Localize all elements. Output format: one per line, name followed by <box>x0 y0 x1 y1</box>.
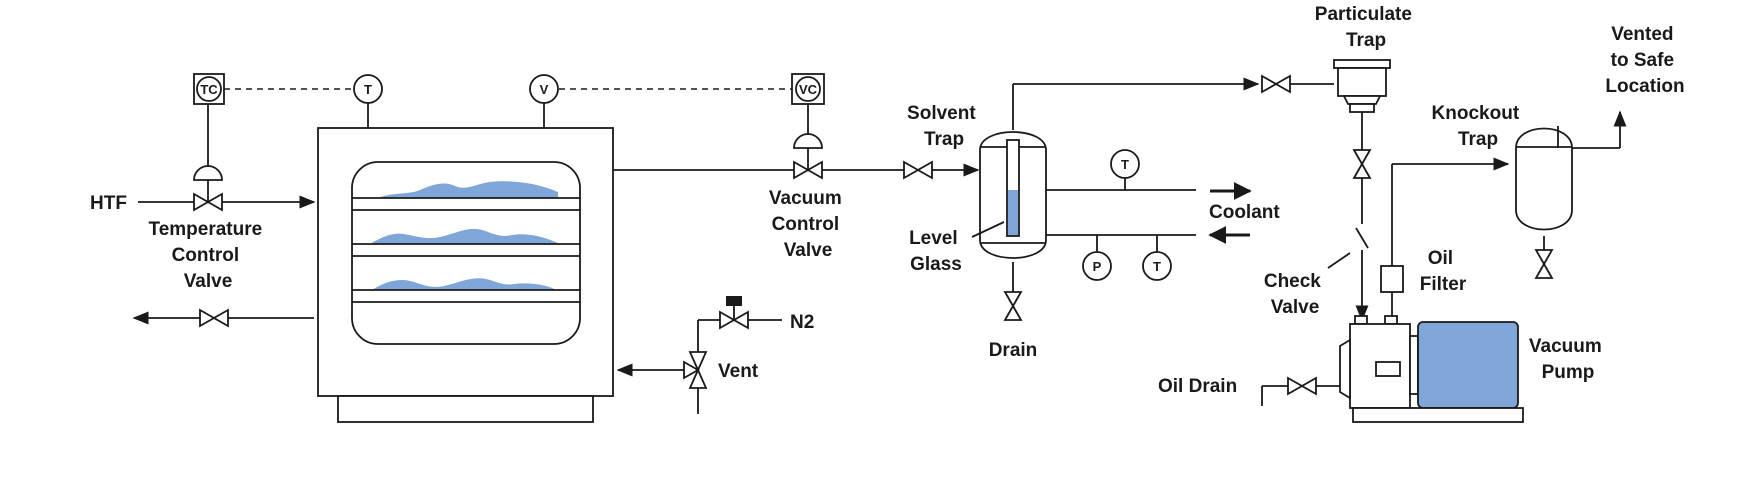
vacuum-pump-label: Vacuum Pump <box>1529 336 1607 383</box>
vent-valve <box>616 351 708 414</box>
check-valve <box>1327 227 1369 322</box>
svg-text:T: T <box>1153 259 1161 274</box>
vent-to-safe-line <box>1557 110 1627 149</box>
particulate-trap-label: Particulate Trap <box>1315 4 1417 51</box>
shelf-3 <box>352 278 580 303</box>
vacuum-control-valve-label: Vacuum Control Valve <box>769 188 847 261</box>
solvent-trap-label: Solvent Trap <box>907 103 981 150</box>
n2-label: N2 <box>790 312 814 333</box>
vacuum-gauge: V <box>529 74 559 128</box>
oil-filter <box>1380 157 1510 316</box>
temperature-gauge-chamber: T <box>353 74 383 128</box>
coolant-lines <box>1046 182 1252 244</box>
vc-label: VC <box>799 82 818 97</box>
tc-label: TC <box>200 82 218 97</box>
n2-line <box>697 296 782 352</box>
htf-inlet-line: HTF <box>90 193 316 214</box>
shelf-2 <box>352 228 580 257</box>
pressure-gauge-coolant: P <box>1082 235 1112 281</box>
pump-suction-line <box>1352 112 1372 224</box>
coolant-label: Coolant <box>1209 202 1280 223</box>
level-glass-label: Level Glass <box>909 228 963 275</box>
vented-label: Vented to Safe Location <box>1605 24 1684 97</box>
line-to-particulate-trap <box>1013 74 1334 94</box>
tc-controller: TC <box>193 73 225 105</box>
htf-return-line <box>132 308 314 328</box>
oil-filter-label: Oil Filter <box>1420 248 1467 295</box>
svg-text:P: P <box>1093 259 1102 274</box>
vc-controller: VC <box>791 73 825 105</box>
v-label: V <box>540 82 549 97</box>
knockout-trap-label: Knockout Trap <box>1432 103 1525 150</box>
level-glass-leader <box>971 221 1005 238</box>
particulate-trap <box>1333 59 1391 113</box>
oil-drain-label: Oil Drain <box>1158 376 1237 397</box>
temperature-gauge-coolant-out: T <box>1110 149 1140 190</box>
temperature-control-valve <box>193 104 223 212</box>
vacuum-control-valve <box>793 104 823 180</box>
vacuum-pump <box>1339 315 1524 423</box>
temperature-gauge-coolant-in: T <box>1142 235 1172 281</box>
svg-text:T: T <box>1121 157 1129 172</box>
vent-label: Vent <box>718 361 759 382</box>
temp-control-valve-label: Temperature Control Valve <box>149 219 268 292</box>
level-glass <box>1006 139 1020 237</box>
oil-drain-line <box>1261 376 1340 406</box>
check-valve-label: Check Valve <box>1264 271 1326 318</box>
drain-valve <box>1003 262 1023 321</box>
t-label-chamber: T <box>364 82 372 97</box>
knockout-trap <box>1515 127 1573 279</box>
solvent-trap-inlet-line <box>822 160 980 180</box>
drying-chamber <box>317 127 614 423</box>
shelf-1 <box>352 181 580 211</box>
htf-label: HTF <box>90 193 127 214</box>
drain-label: Drain <box>989 340 1038 361</box>
